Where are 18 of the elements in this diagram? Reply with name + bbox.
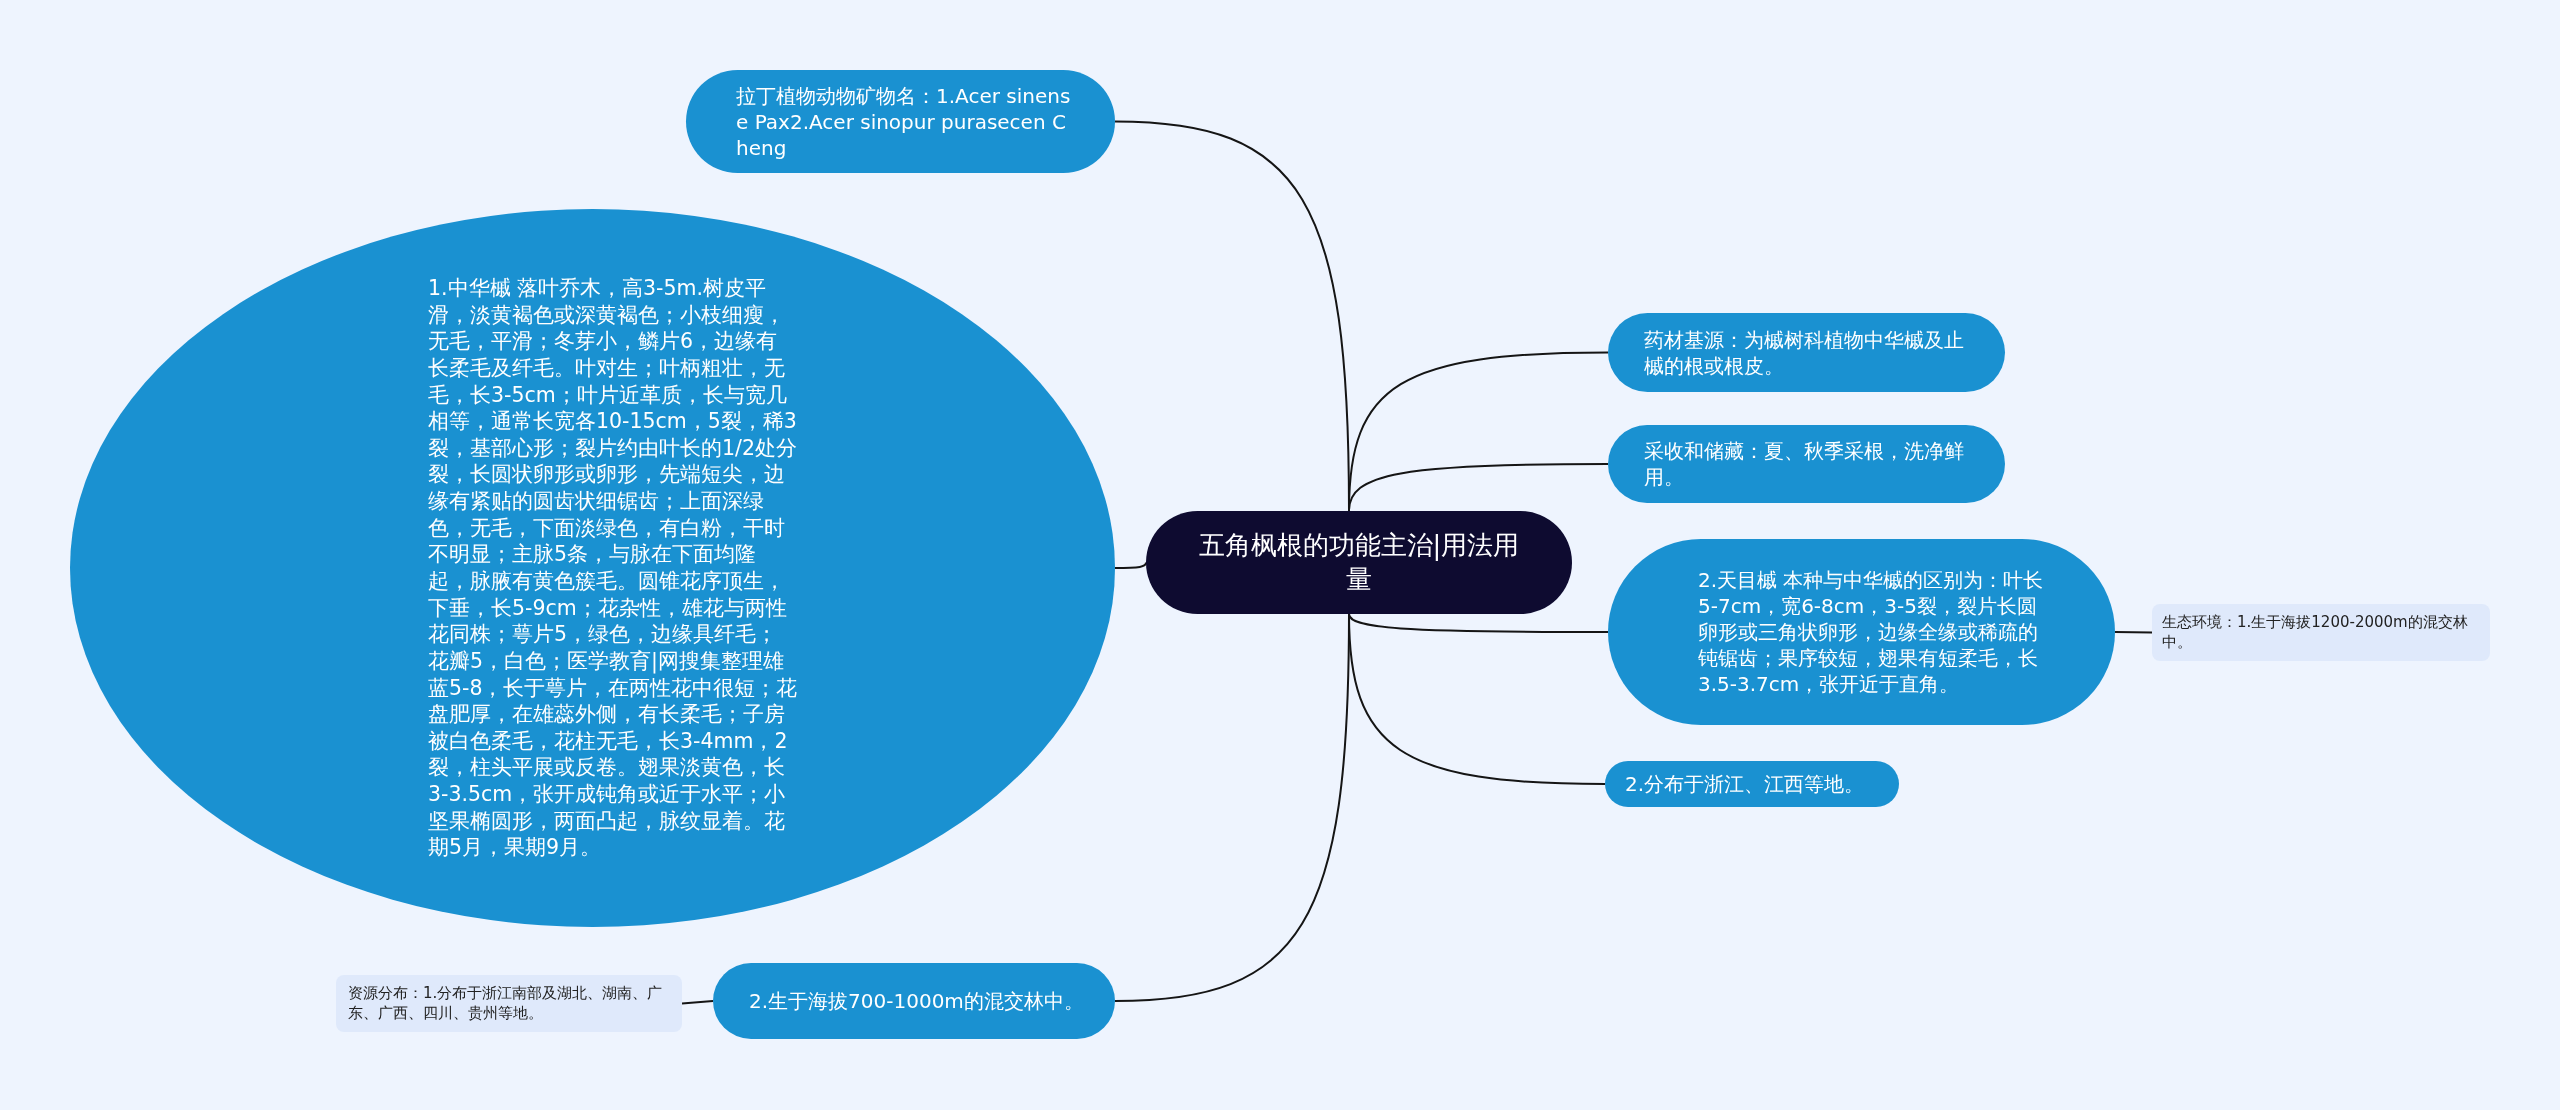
topic-pill xyxy=(1605,761,1899,807)
topic-text: 资源分布：1.分布于浙江南部及湖北、湖南、广东、广西、四川、贵州等地。 xyxy=(348,984,664,1023)
connector-line xyxy=(1348,463,1609,512)
topic-text: 五角枫根的功能主治|用法用量 xyxy=(1197,528,1521,596)
connector-line xyxy=(1348,613,1609,633)
topic-text: 2.分布于浙江、江西等地。 xyxy=(1625,771,1865,797)
topic-text: 1.中华槭 落叶乔木，高3-5m.树皮平滑，淡黄褐色或深黄褐色；小枝细瘦，无毛，平滑；冬芽小，鳞片6，边缘有长柔毛及纤毛。叶对生；叶柄粗壮，无毛，长3-5cm；叶片近革质，长与宽几相等，通常长宽各10-15cm，5裂，稀3裂，基部心形；裂片约由叶长的1/2处分裂，长圆状卵形或卵形，先端短尖，边缘有紧贴的圆齿状细锯齿；上面深绿色，无毛，下面淡绿色，有白粉，干时不明显；主脉5条，与脉在下面均隆起，脉腋有黄色簇毛。圆锥花序顶生，下垂，长5-9cm；花杂性，雄花与两性花同株；萼片5，绿色，边缘具纤毛；花瓣5，白色；医学教育|网搜集整理雄蓝5-8，长于萼片，在两性花中很短；花盘肥厚，在雄蕊外侧，有长柔毛；子房被白色柔毛，花柱无毛，长3-4mm，2裂，柱头平展或反卷。翅果淡黄色，长3-3.5cm，张开成钝角或近于水平；小坚果椭圆形，两面凸起，脉纹显着。花期5月，果期9月。 xyxy=(428,274,798,862)
topic-text: 生态环境：1.生于海拔1200-2000m的混交林中。 xyxy=(2162,613,2469,652)
topic-text: 2.天目槭 本种与中华槭的区别为：叶长5-7cm，宽6-8cm，3-5裂，裂片长圆卵形或三角状卵形，边缘全缘或稀疏的钝锯齿；果序较短，翅果有短柔毛，长3.5-3.7cm，张开近于直角。 xyxy=(1698,567,2045,697)
connector-line xyxy=(681,1000,714,1005)
topic-text: 采收和储藏：夏、秋季采根，洗净鲜用。 xyxy=(1644,438,1965,490)
note-box xyxy=(2152,604,2490,661)
topic-text: 药材基源：为槭树科植物中华槭及止槭的根或根皮。 xyxy=(1644,326,1965,379)
connector-line xyxy=(2114,631,2153,634)
topic-text: 2.生于海拔700-1000m的混交林中。 xyxy=(749,988,1084,1014)
connector-line xyxy=(1114,561,1147,569)
note-box xyxy=(336,975,682,1032)
topic-text: 拉丁植物动物矿物名：1.Acer sinense Pax2.Acer sinopur purasecen Cheng xyxy=(736,82,1072,161)
